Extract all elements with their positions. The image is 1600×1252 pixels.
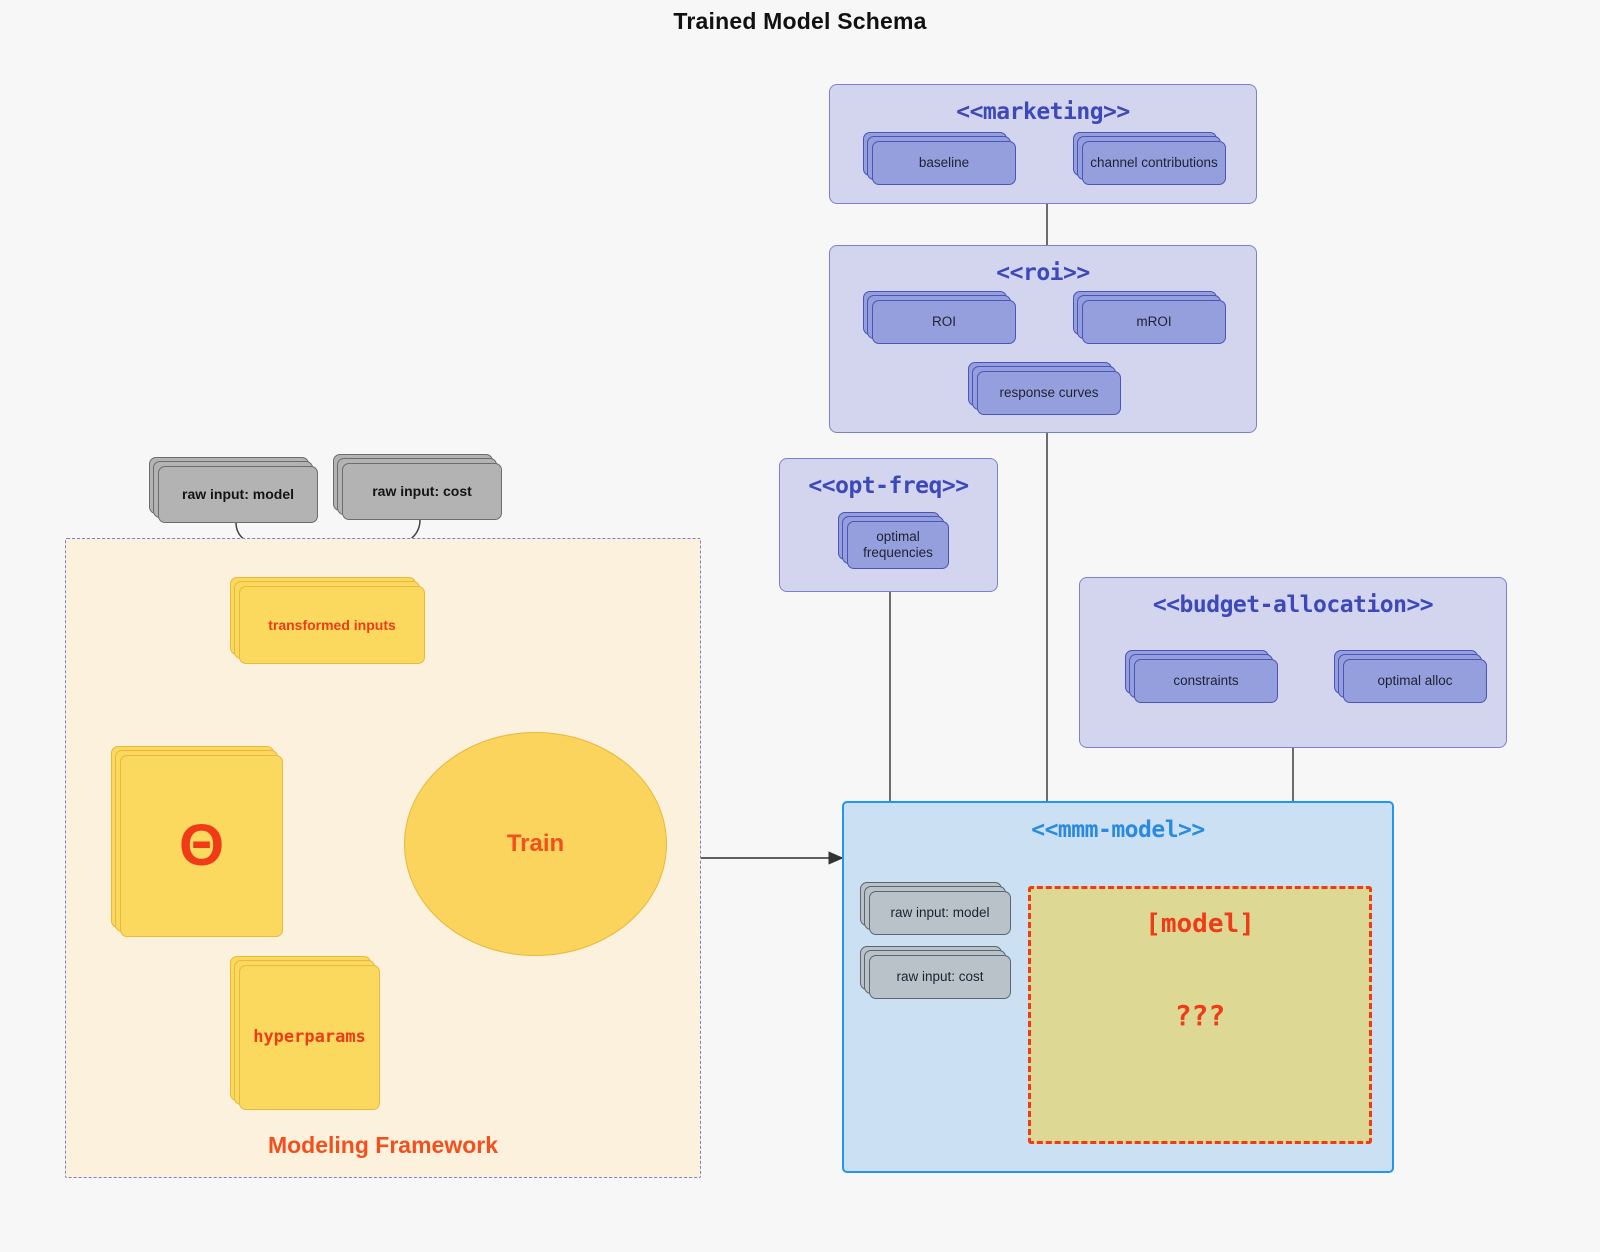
class-channel-contributions[interactable]: channel contributions bbox=[1073, 132, 1226, 185]
class-roi-label: ROI bbox=[872, 300, 1016, 344]
node-train[interactable]: Train bbox=[404, 732, 667, 956]
modeling-framework-label: Modeling Framework bbox=[267, 1132, 499, 1158]
input-raw-model-label: raw input: model bbox=[869, 891, 1011, 935]
model-placeholder-zone[interactable]: [model] ??? bbox=[1028, 886, 1372, 1144]
package-mmm-model[interactable]: <<mmm-model>> raw input: model raw input… bbox=[842, 801, 1394, 1173]
class-mroi-label: mROI bbox=[1082, 300, 1226, 344]
package-opt-freq[interactable]: <<opt-freq>> optimal frequencies bbox=[779, 458, 998, 592]
node-hyperparams-label: hyperparams bbox=[239, 965, 380, 1110]
class-optimal-alloc-label: optimal alloc bbox=[1343, 659, 1487, 703]
package-roi-title: <<roi>> bbox=[996, 260, 1090, 286]
package-budget-allocation-title: <<budget-allocation>> bbox=[1152, 592, 1434, 618]
raw-input-cost[interactable]: raw input: cost bbox=[333, 454, 502, 520]
class-constraints[interactable]: constraints bbox=[1125, 650, 1278, 703]
node-transformed-inputs[interactable]: transformed inputs bbox=[230, 577, 425, 664]
class-response-curves-label: response curves bbox=[977, 371, 1121, 415]
package-mmm-model-title: <<mmm-model>> bbox=[1031, 817, 1205, 843]
model-placeholder-label: [model] bbox=[1145, 909, 1255, 939]
class-optimal-frequencies[interactable]: optimal frequencies bbox=[838, 512, 949, 569]
class-roi[interactable]: ROI bbox=[863, 291, 1016, 344]
package-roi[interactable]: <<roi>> ROI mROI response curves bbox=[829, 245, 1257, 433]
class-mroi[interactable]: mROI bbox=[1073, 291, 1226, 344]
node-transformed-inputs-label: transformed inputs bbox=[239, 586, 425, 664]
class-channel-contributions-label: channel contributions bbox=[1082, 141, 1226, 185]
model-unknown-label: ??? bbox=[1174, 999, 1226, 1032]
node-theta[interactable]: Θ bbox=[111, 746, 283, 937]
package-budget-allocation[interactable]: <<budget-allocation>> constraints optima… bbox=[1079, 577, 1507, 748]
page-title: Trained Model Schema bbox=[673, 8, 927, 34]
raw-input-model-label: raw input: model bbox=[158, 466, 318, 523]
node-hyperparams[interactable]: hyperparams bbox=[230, 956, 380, 1110]
class-optimal-frequencies-label: optimal frequencies bbox=[847, 521, 949, 569]
class-baseline[interactable]: baseline bbox=[863, 132, 1016, 185]
class-baseline-label: baseline bbox=[872, 141, 1016, 185]
input-raw-cost[interactable]: raw input: cost bbox=[860, 946, 1011, 999]
package-marketing-title: <<marketing>> bbox=[956, 99, 1130, 125]
input-raw-cost-label: raw input: cost bbox=[869, 955, 1011, 999]
package-marketing[interactable]: <<marketing>> baseline channel contribut… bbox=[829, 84, 1257, 204]
class-constraints-label: constraints bbox=[1134, 659, 1278, 703]
input-raw-model[interactable]: raw input: model bbox=[860, 882, 1011, 935]
raw-input-cost-label: raw input: cost bbox=[342, 463, 502, 520]
node-theta-symbol: Θ bbox=[120, 755, 283, 937]
node-train-label: Train bbox=[506, 830, 565, 857]
class-optimal-alloc[interactable]: optimal alloc bbox=[1334, 650, 1487, 703]
package-opt-freq-title: <<opt-freq>> bbox=[808, 473, 969, 499]
raw-input-model[interactable]: raw input: model bbox=[149, 457, 318, 523]
class-response-curves[interactable]: response curves bbox=[968, 362, 1121, 415]
